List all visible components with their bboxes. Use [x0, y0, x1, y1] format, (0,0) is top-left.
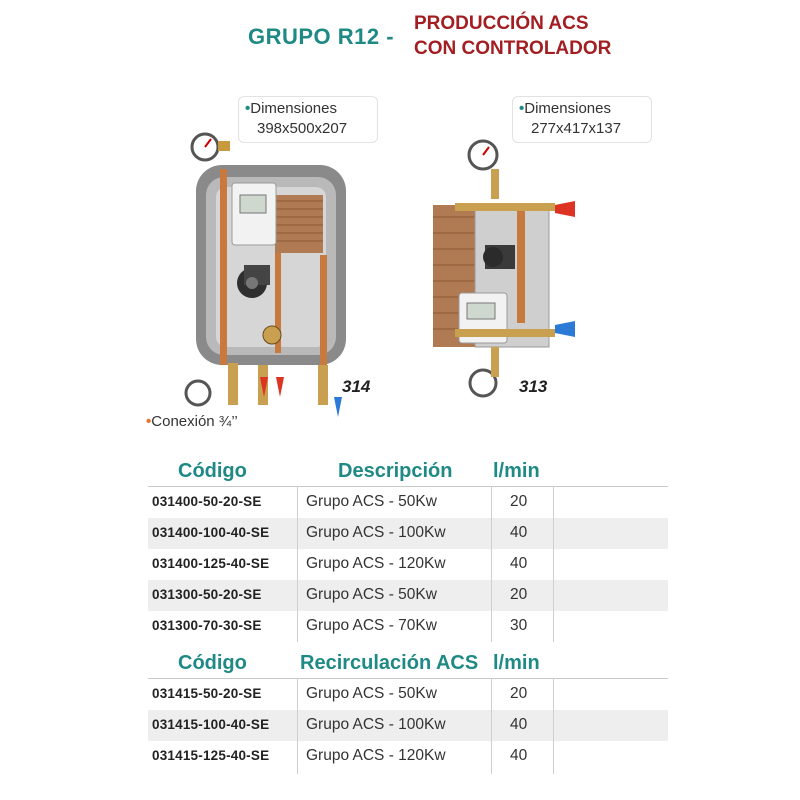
- column-divider: [553, 486, 554, 642]
- header-recirculation: Recirculación ACS: [300, 652, 479, 674]
- cell-code: 031415-125-40-SE: [152, 748, 270, 763]
- cell-lmin: 40: [510, 716, 528, 733]
- group-title: GRUPO R12 -: [248, 24, 395, 49]
- cell-code: 031400-50-20-SE: [152, 494, 262, 509]
- header-divider: [148, 678, 668, 679]
- cell-lmin: 40: [510, 555, 528, 572]
- dimensions-box-314: •Dimensiones 398x500x207: [238, 96, 378, 143]
- model-number-313: 313: [519, 377, 548, 396]
- product-table: Código Descripción l/min 031400-50-20-SE…: [148, 456, 668, 642]
- cell-description: Grupo ACS - 100Kw: [306, 716, 446, 733]
- bullet-icon: •: [245, 100, 251, 117]
- production-title: PRODUCCIÓN ACS CON CONTROLADOR: [414, 11, 611, 61]
- cell-description: Grupo ACS - 120Kw: [306, 747, 446, 764]
- production-title-line1: PRODUCCIÓN ACS: [414, 13, 589, 34]
- cell-description: Grupo ACS - 50Kw: [306, 586, 437, 603]
- cell-description: Grupo ACS - 120Kw: [306, 555, 446, 572]
- cell-lmin: 40: [510, 747, 528, 764]
- table-header: Código Descripción l/min: [148, 456, 668, 486]
- column-divider: [553, 678, 554, 774]
- bullet-icon: •: [146, 413, 152, 430]
- dimensions-value: 398x500x207: [257, 120, 348, 137]
- cell-code: 031300-50-20-SE: [152, 587, 262, 602]
- table-row: 031400-125-40-SE Grupo ACS - 120Kw 40: [148, 549, 668, 580]
- table-row: 031415-125-40-SE Grupo ACS - 120Kw 40: [148, 741, 668, 772]
- connection-note: •Conexión ¾’’: [146, 413, 238, 430]
- header-code: Código: [178, 652, 247, 674]
- table-header: Código Recirculación ACS l/min: [148, 648, 668, 678]
- cell-lmin: 20: [510, 685, 528, 702]
- table-row: 031415-100-40-SE Grupo ACS - 100Kw 40: [148, 710, 668, 741]
- dimensions-value: 277x417x137: [531, 120, 622, 137]
- model-number-314: 314: [342, 377, 371, 396]
- header-description: Descripción: [338, 460, 453, 482]
- column-divider: [297, 678, 298, 774]
- dimensions-label: Dimensiones: [250, 100, 337, 117]
- table-row: 031300-70-30-SE Grupo ACS - 70Kw 30: [148, 611, 668, 642]
- table-row: 031400-100-40-SE Grupo ACS - 100Kw 40: [148, 518, 668, 549]
- dimensions-label: Dimensiones: [524, 100, 611, 117]
- cell-code: 031400-125-40-SE: [152, 556, 270, 571]
- header-code: Código: [178, 460, 247, 482]
- cell-code: 031415-100-40-SE: [152, 717, 270, 732]
- column-divider: [491, 678, 492, 774]
- recirculation-table: Código Recirculación ACS l/min 031415-50…: [148, 648, 668, 772]
- column-divider: [297, 486, 298, 642]
- product-image-313: [433, 139, 575, 398]
- column-divider: [491, 486, 492, 642]
- bullet-icon: •: [519, 100, 525, 117]
- header-lmin: l/min: [493, 460, 540, 482]
- cell-lmin: 20: [510, 493, 528, 510]
- cell-code: 031415-50-20-SE: [152, 686, 262, 701]
- cell-description: Grupo ACS - 50Kw: [306, 685, 437, 702]
- cell-lmin: 20: [510, 586, 528, 603]
- cell-code: 031300-70-30-SE: [152, 618, 262, 633]
- header-divider: [148, 486, 668, 487]
- table-row: 031415-50-20-SE Grupo ACS - 50Kw 20: [148, 679, 668, 710]
- production-title-line2: CON CONTROLADOR: [414, 38, 612, 59]
- cell-lmin: 30: [510, 617, 528, 634]
- header-lmin: l/min: [493, 652, 540, 674]
- product-image-314: [184, 132, 346, 417]
- cell-description: Grupo ACS - 70Kw: [306, 617, 437, 634]
- cell-description: Grupo ACS - 50Kw: [306, 493, 437, 510]
- cell-lmin: 40: [510, 524, 528, 541]
- table-row: 031300-50-20-SE Grupo ACS - 50Kw 20: [148, 580, 668, 611]
- dimensions-box-313: •Dimensiones 277x417x137: [512, 96, 652, 143]
- table-row: 031400-50-20-SE Grupo ACS - 50Kw 20: [148, 487, 668, 518]
- cell-description: Grupo ACS - 100Kw: [306, 524, 446, 541]
- connection-note-text: Conexión ¾’’: [151, 413, 238, 430]
- cell-code: 031400-100-40-SE: [152, 525, 270, 540]
